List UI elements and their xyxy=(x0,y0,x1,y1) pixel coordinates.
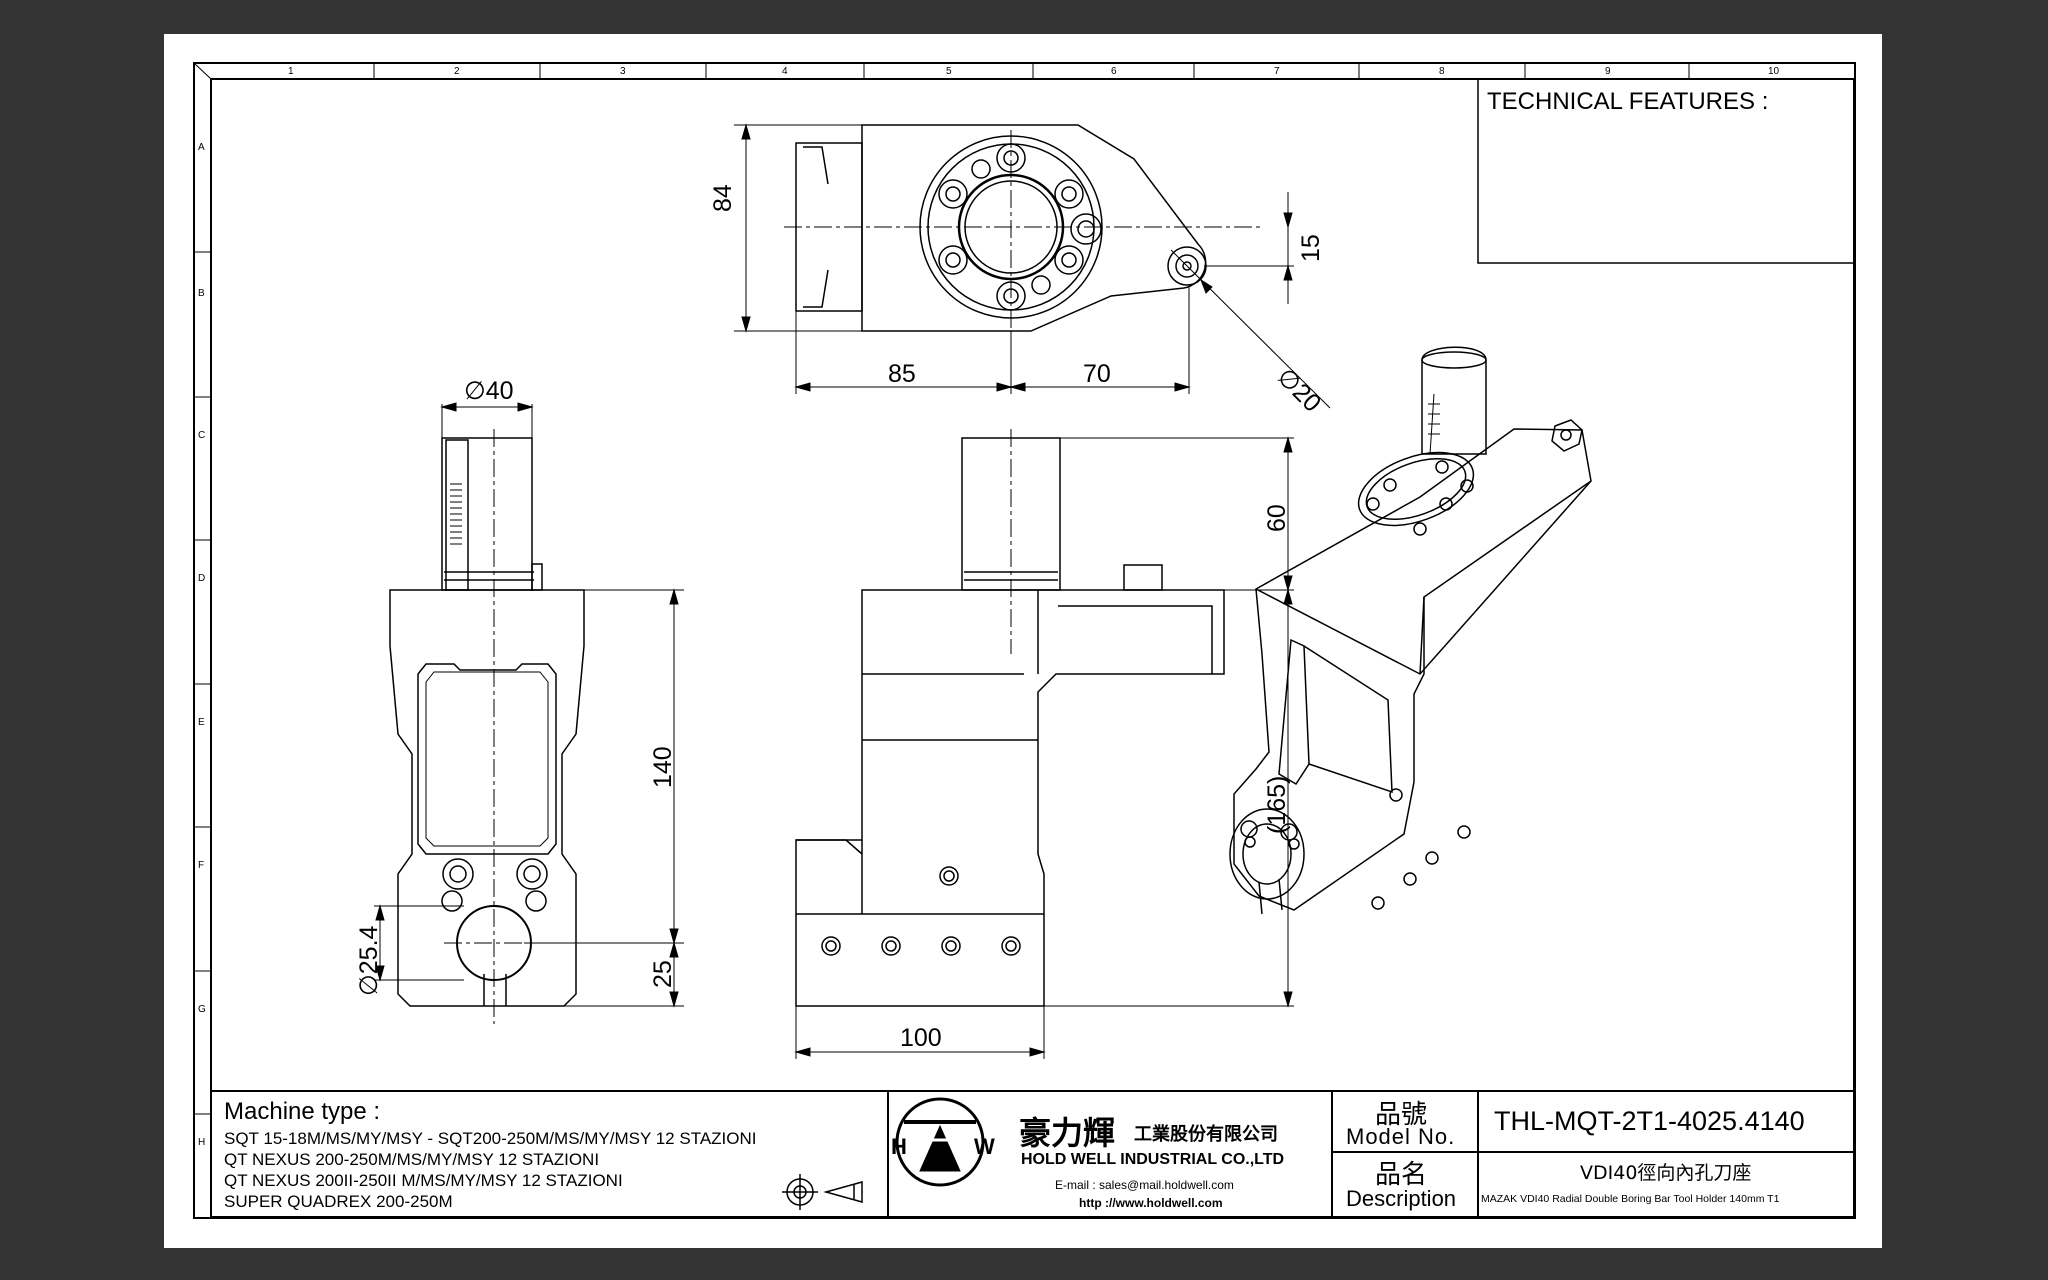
dim-body-height: 140 xyxy=(649,746,677,788)
row-label-b: B xyxy=(198,288,205,299)
dim-top-left-length: 85 xyxy=(888,360,916,388)
column-label-7: 7 xyxy=(1274,66,1280,77)
row-dividers xyxy=(194,251,211,1115)
model-number: THL-MQT-2T1-4025.4140 xyxy=(1494,1106,1805,1136)
company-email: E-mail : sales@mail.holdwell.com xyxy=(1055,1178,1234,1192)
dim-shank-length: 60 xyxy=(1263,504,1291,532)
column-label-9: 9 xyxy=(1605,66,1611,77)
column-label-10: 10 xyxy=(1768,66,1780,77)
company-name-cn-suffix: 工業股份有限公司 xyxy=(1134,1124,1278,1145)
isometric-view xyxy=(1229,346,1592,915)
svg-text:W: W xyxy=(974,1134,995,1159)
row-label-d: D xyxy=(198,573,206,584)
row-label-a: A xyxy=(198,142,205,153)
technical-drawing: H W xyxy=(193,62,1856,1219)
column-label-1: 1 xyxy=(288,66,294,77)
company-name-cn: 豪力輝 xyxy=(1019,1114,1116,1152)
company-name-en: HOLD WELL INDUSTRIAL CO.,LTD xyxy=(1021,1151,1285,1168)
company-logo xyxy=(895,1097,985,1187)
row-label-e: E xyxy=(198,717,205,728)
row-label-c: C xyxy=(198,430,206,441)
description-en: MAZAK VDI40 Radial Double Boring Bar Too… xyxy=(1481,1193,1780,1205)
description-label-en: Description xyxy=(1346,1186,1457,1211)
top-view xyxy=(734,123,1331,409)
outer-frame xyxy=(193,62,1856,1219)
dim-bore-center: 25 xyxy=(649,960,677,988)
side-view xyxy=(794,429,1294,1059)
dim-overall-height: (165) xyxy=(1263,775,1291,834)
svg-text:H: H xyxy=(891,1134,907,1159)
description-label-cn: 品名 xyxy=(1375,1160,1428,1190)
column-label-2: 2 xyxy=(454,66,460,77)
model-label-en: Model No. xyxy=(1346,1124,1456,1149)
machine-line-3: QT NEXUS 200II-250II M/MS/MY/MSY 12 STAZ… xyxy=(224,1171,623,1190)
column-label-3: 3 xyxy=(620,66,626,77)
company-website: http ://www.holdwell.com xyxy=(1079,1196,1223,1210)
technical-features-title: TECHNICAL FEATURES : xyxy=(1487,88,1769,115)
machine-line-2: QT NEXUS 200-250M/MS/MY/MSY 12 STAZIONI xyxy=(224,1150,600,1169)
front-view xyxy=(374,402,684,1024)
model-label-cn: 品號 xyxy=(1375,1100,1428,1130)
drawing-sheet: H W 1 2 3 4 5 6 7 8 9 10 A B C D E F G H… xyxy=(164,34,1882,1248)
dim-top-height: 84 xyxy=(709,184,737,212)
row-label-g: G xyxy=(198,1004,206,1015)
column-label-8: 8 xyxy=(1439,66,1445,77)
inner-frame xyxy=(210,78,1855,1218)
row-label-h: H xyxy=(198,1137,206,1148)
dim-bore-diameter: ∅25.4 xyxy=(355,925,383,996)
machine-type-label: Machine type : xyxy=(224,1098,381,1125)
machine-line-4: SUPER QUADREX 200-250M xyxy=(224,1192,453,1211)
dim-top-right-length: 70 xyxy=(1083,360,1111,388)
column-label-6: 6 xyxy=(1111,66,1117,77)
description-cn: VDI40徑向內孔刀座 xyxy=(1580,1162,1752,1184)
column-dividers xyxy=(373,63,1690,79)
dim-shank-diameter: ∅40 xyxy=(464,377,514,405)
column-label-4: 4 xyxy=(782,66,788,77)
technical-features-box xyxy=(1477,78,1855,264)
dim-base-width: 100 xyxy=(900,1024,942,1052)
projection-symbol xyxy=(782,1174,863,1210)
title-block-lines xyxy=(211,1090,1854,1217)
machine-line-1: SQT 15-18M/MS/MY/MSY - SQT200-250M/MS/MY… xyxy=(224,1129,757,1148)
dim-top-offset: 15 xyxy=(1297,234,1325,262)
row-label-f: F xyxy=(198,860,205,871)
column-label-5: 5 xyxy=(946,66,952,77)
